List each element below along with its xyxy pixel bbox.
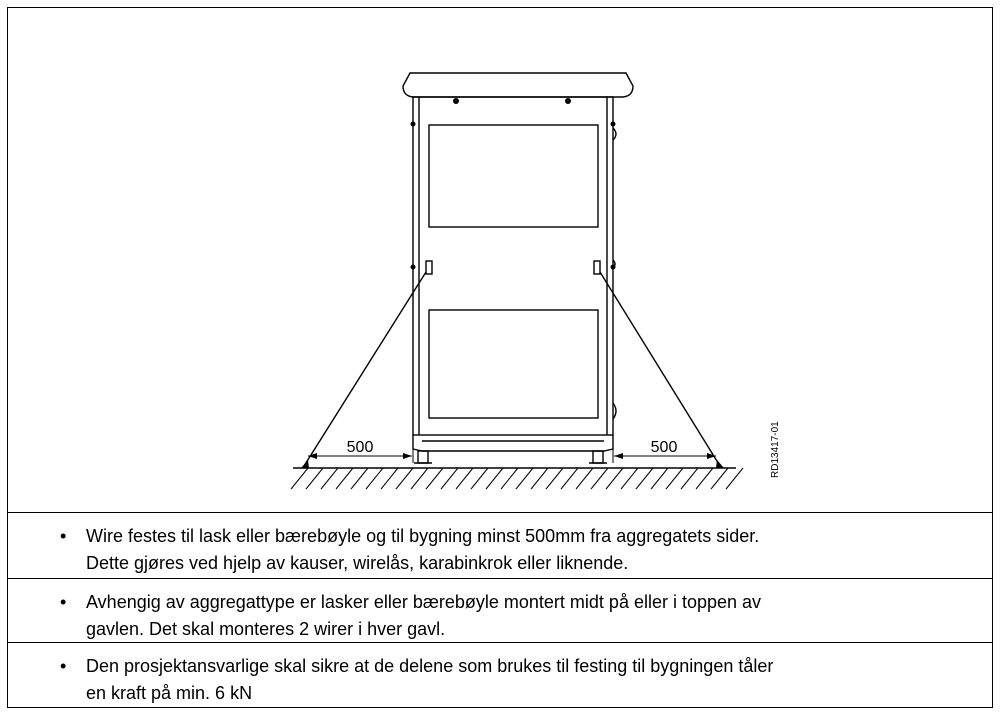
cabinet-body [412, 96, 614, 436]
left-lifting-lug [425, 260, 433, 275]
instruction-row: • Den prosjektansvarlige skal sikre at d… [8, 643, 992, 707]
right-foot [592, 450, 604, 464]
bullet-icon: • [60, 656, 67, 676]
right-lifting-lug [593, 260, 601, 275]
instruction-text: Avhengig av aggregattype er lasker eller… [86, 589, 986, 643]
roof-outline [402, 72, 634, 98]
instruction-line: Avhengig av aggregattype er lasker eller… [86, 592, 762, 612]
upper-panel [428, 124, 599, 228]
instruction-line: en kraft på min. 6 kN [86, 683, 253, 703]
bullet-icon: • [60, 526, 67, 546]
instruction-text: Den prosjektansvarlige skal sikre at de … [86, 653, 986, 707]
instruction-line: Wire festes til lask eller bærebøyle og … [86, 526, 760, 546]
instruction-line: Dette gjøres ved hjelp av kauser, wirelå… [86, 553, 629, 573]
right-ground-anchor [716, 460, 724, 468]
ground-hatching [290, 467, 744, 490]
figure-code-label: RD13417-01 [770, 421, 781, 478]
right-dimension-label: 500 [651, 439, 678, 456]
instruction-text: Wire festes til lask eller bærebøyle og … [86, 523, 986, 577]
figure-cell: 500 500 RD13417-01 [8, 8, 992, 513]
instruction-table: 500 500 RD13417-01 • Wire festes til las… [7, 7, 993, 708]
instruction-line: Den prosjektansvarlige skal sikre at de … [86, 656, 774, 676]
left-dimension-label: 500 [347, 439, 374, 456]
left-ground-anchor [301, 460, 309, 468]
bullet-icon: • [60, 592, 67, 612]
instruction-line: gavlen. Det skal monteres 2 wirer i hver… [86, 619, 446, 639]
base-frame [412, 435, 614, 452]
left-foot [417, 450, 429, 464]
unit-anchoring-drawing: 500 500 RD13417-01 [290, 72, 781, 490]
right-wire [599, 271, 721, 467]
instruction-row: • Avhengig av aggregattype er lasker ell… [8, 579, 992, 643]
left-wire [303, 271, 427, 467]
lower-panel [428, 309, 599, 419]
instruction-row: • Wire festes til lask eller bærebøyle o… [8, 513, 992, 579]
